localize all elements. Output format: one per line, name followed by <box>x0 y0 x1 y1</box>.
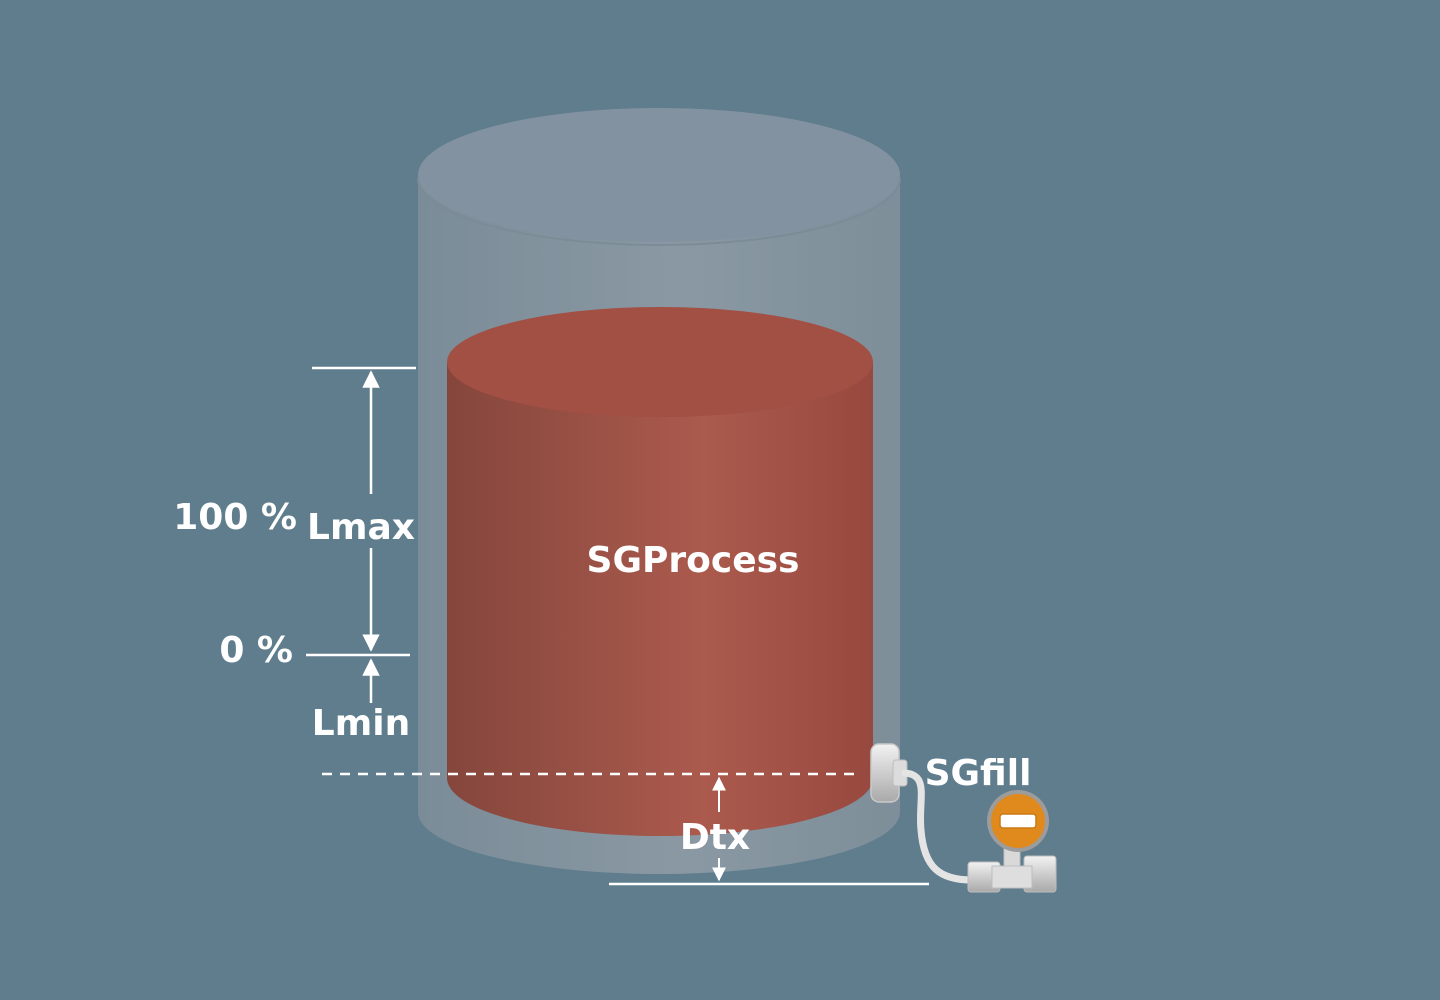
process-fluid-label: SGProcess <box>587 540 800 581</box>
pressure-transmitter-icon <box>967 790 1057 893</box>
max-level-label: Lmax <box>307 507 415 548</box>
fill-fluid-label: SGfill <box>925 753 1032 794</box>
process-liquid <box>447 307 873 836</box>
capillary-line <box>901 769 976 884</box>
transmitter-offset-label: Dtx <box>680 817 750 858</box>
tank-top <box>418 108 900 242</box>
min-level-label: Lmin <box>312 703 410 744</box>
diaphragm-seal-icon <box>870 743 908 803</box>
level-range-annotation <box>306 366 416 703</box>
upper-range-label: 100 % <box>173 497 297 538</box>
liquid-surface <box>447 307 873 417</box>
tank-top-rim <box>417 177 901 246</box>
lower-range-label: 0 % <box>219 630 293 671</box>
dtx-dimension <box>609 776 929 886</box>
liquid-body <box>447 362 873 836</box>
